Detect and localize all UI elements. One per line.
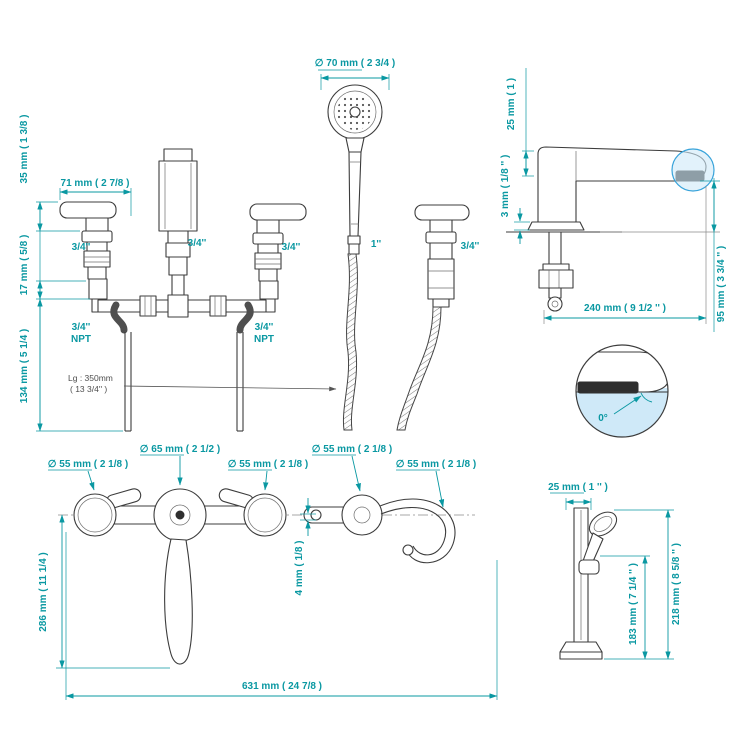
front-view-dimensions: 35 mm ( 1 3/8 ) 17 mm ( 5/8 ) 134 mm ( 5… xyxy=(19,115,337,432)
dim-631-label: 631 mm ( 24 7/8 ) xyxy=(242,681,322,692)
dim-4-label: 4 mm ( 1/8 ) xyxy=(294,540,305,595)
holder-dim-218-label: 218 mm ( 8 5/8 '' ) xyxy=(671,543,682,625)
right-valve xyxy=(249,203,307,313)
shower-hose xyxy=(342,253,358,431)
dim-17-label: 17 mm ( 5/8 ) xyxy=(19,235,30,296)
npt-right-label: NPT xyxy=(254,334,274,345)
hose-length-note-line2: ( 13 3/4'' ) xyxy=(70,384,107,394)
holder-cradle xyxy=(578,559,600,575)
dia-65-label: ∅ 65 mm ( 2 1/2 ) xyxy=(140,444,220,455)
elbow-port-label: 3/4'' xyxy=(461,241,480,252)
dia-55-left-label: ∅ 55 mm ( 2 1/8 ) xyxy=(48,459,128,470)
spout-dim-95-label: 95 mm ( 3 3/4 '' ) xyxy=(716,246,727,322)
elbow-hose xyxy=(396,306,442,431)
spout-dim-240-label: 240 mm ( 9 1/2 '' ) xyxy=(584,303,666,314)
spout-side-view: 25 mm ( 1 ) 3 mm ( 1/8 '' ) 95 mm ( 3 3/… xyxy=(500,68,727,438)
npt-left-size-label: 3/4'' xyxy=(72,322,91,333)
hose-port-label: 1'' xyxy=(371,239,381,250)
holder-dim-183-label: 183 mm ( 7 1/4 '' ) xyxy=(628,563,639,645)
port-left-label: 3/4'' xyxy=(72,242,91,253)
plan-view: ∅ 55 mm ( 2 1/8 ) ∅ 65 mm ( 2 1/2 ) ∅ 55… xyxy=(38,444,498,700)
hand-shower-view: ∅ 70 mm ( 2 3/4 ) 1'' xyxy=(315,58,395,431)
shower-handle xyxy=(348,151,362,237)
port-right-label: 3/4'' xyxy=(282,242,301,253)
holder-base xyxy=(559,651,603,660)
elbow-valve-view: 3/4'' xyxy=(396,204,480,431)
spout-dim-25-label: 25 mm ( 1 ) xyxy=(506,78,517,130)
dim-35-label: 35 mm ( 1 3/8 ) xyxy=(19,115,30,184)
tip-detail-circle: 0° xyxy=(575,344,669,438)
dia-70-label: ∅ 70 mm ( 2 3/4 ) xyxy=(315,58,395,69)
dia-55-right-label: ∅ 55 mm ( 2 1/8 ) xyxy=(228,459,308,470)
dim-134-label: 134 mm ( 5 1/4 ) xyxy=(19,329,30,403)
eccentric-union-left xyxy=(110,301,128,334)
dim-71-label: 71 mm ( 2 7/8 ) xyxy=(61,178,130,189)
holder-dim-25-label: 25 mm ( 1 '' ) xyxy=(548,482,608,493)
hose-length-note-line1: Lg : 350mm xyxy=(68,373,113,383)
dia-55-holder-label: ∅ 55 mm ( 2 1/8 ) xyxy=(312,444,392,455)
front-view: 35 mm ( 1 3/8 ) 17 mm ( 5/8 ) 134 mm ( 5… xyxy=(19,115,337,432)
dim-286-label: 286 mm ( 11 1/4 ) xyxy=(38,552,49,632)
spout-dim-3-label: 3 mm ( 1/8 '' ) xyxy=(500,155,511,218)
npt-left-label: NPT xyxy=(71,334,91,345)
eccentric-union-right xyxy=(236,301,254,334)
detail-angle-label: 0° xyxy=(598,413,608,424)
manifold xyxy=(97,294,267,432)
holder-side-view: 25 mm ( 1 '' ) 183 mm ( 7 1/4 '' ) 218 m… xyxy=(548,482,682,660)
holder-flange-plan xyxy=(341,494,383,536)
npt-right-size-label: 3/4'' xyxy=(255,322,274,333)
dia-55-outlet-label: ∅ 55 mm ( 2 1/8 ) xyxy=(396,459,476,470)
left-valve-plan xyxy=(73,493,117,537)
center-spout-column xyxy=(158,148,198,296)
right-valve-plan xyxy=(243,493,287,537)
left-valve xyxy=(59,201,117,313)
shower-head-profile xyxy=(588,511,618,537)
port-center-label: 3/4'' xyxy=(188,238,207,249)
hose-connector-plan xyxy=(402,544,414,556)
tip-highlight-circle xyxy=(671,148,715,192)
mixer-handle-plan xyxy=(164,538,193,665)
